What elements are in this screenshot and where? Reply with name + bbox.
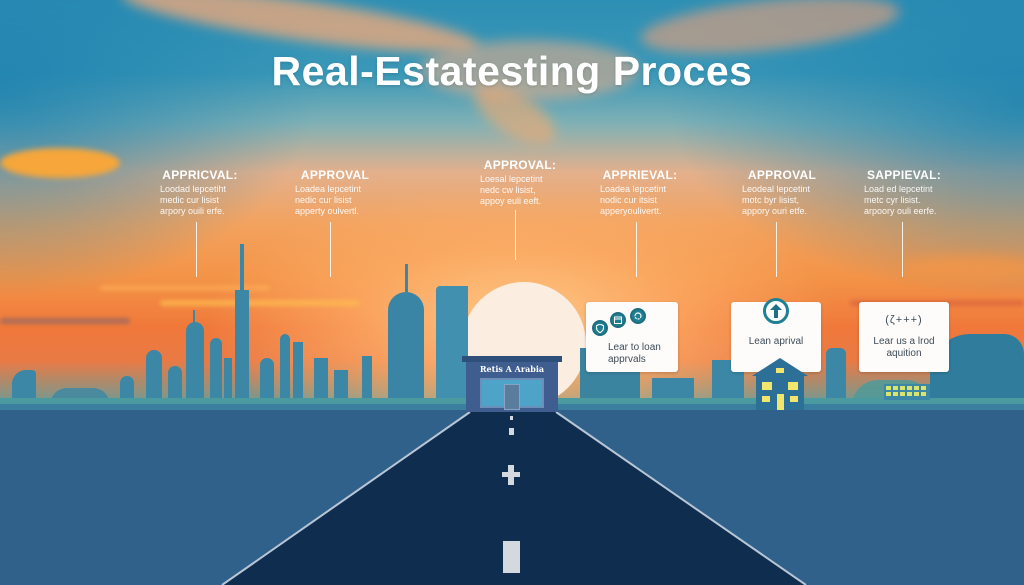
- step-connector: [196, 222, 197, 277]
- step-heading: APPROVAL:: [483, 158, 557, 172]
- step-connector: [515, 210, 516, 260]
- card-text: Lean aprival: [748, 336, 804, 347]
- sunset-streak: [160, 300, 360, 306]
- formula-text: (ζ+++): [885, 314, 923, 326]
- step-connector: [330, 222, 331, 277]
- lit-building: [884, 384, 930, 400]
- bank-sign: Retis A Arabia: [479, 364, 545, 374]
- refresh-icon: [630, 308, 646, 324]
- step-heading: APPRICVAL:: [162, 168, 238, 182]
- sunset-streak: [0, 318, 130, 324]
- card-text: Lear to loan apprvals: [608, 342, 661, 365]
- cloud: [900, 255, 1024, 280]
- page-title: Real-Estatesting Proces: [271, 48, 753, 94]
- step-connector: [776, 222, 777, 277]
- upload-arrow-icon: [763, 298, 789, 324]
- calendar-icon: [610, 312, 626, 328]
- info-card-loan-approval: Lean aprival: [731, 298, 821, 372]
- road: [221, 411, 807, 585]
- step-heading: APPROVAL: [300, 168, 370, 182]
- step-connector: [636, 222, 637, 277]
- house-icon: [752, 358, 808, 410]
- step-heading: APPROVAL: [747, 168, 817, 182]
- sunset-streak: [100, 285, 270, 291]
- step-heading: APPRIEVAL:: [602, 168, 678, 182]
- info-card-acquisition: (ζ+++) Lear us a lrod aquition: [859, 302, 949, 372]
- shield-icon: [592, 320, 608, 336]
- bank-roof: [462, 356, 562, 362]
- cloud: [420, 40, 640, 100]
- step-connector: [902, 222, 903, 277]
- info-card-loan-approvals: Lear to loan apprvals: [586, 302, 678, 372]
- card-text: Lear us a lrod aquition: [873, 336, 935, 359]
- bank-building: Retis A Arabia: [462, 356, 562, 412]
- cloud: [0, 148, 120, 178]
- step-heading: SAPPIEVAL:: [866, 168, 942, 182]
- bank-door: [504, 384, 520, 410]
